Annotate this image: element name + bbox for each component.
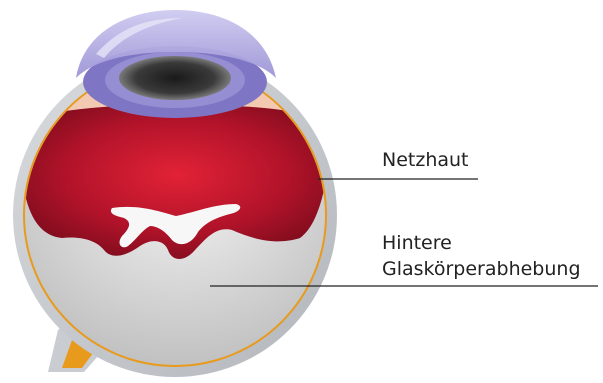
label-retina: Netzhaut [382, 148, 469, 173]
label-detachment-line2: Glaskörperabhebung [382, 257, 581, 282]
pupil [119, 56, 231, 100]
label-detachment-line1: Hintere [382, 231, 452, 256]
